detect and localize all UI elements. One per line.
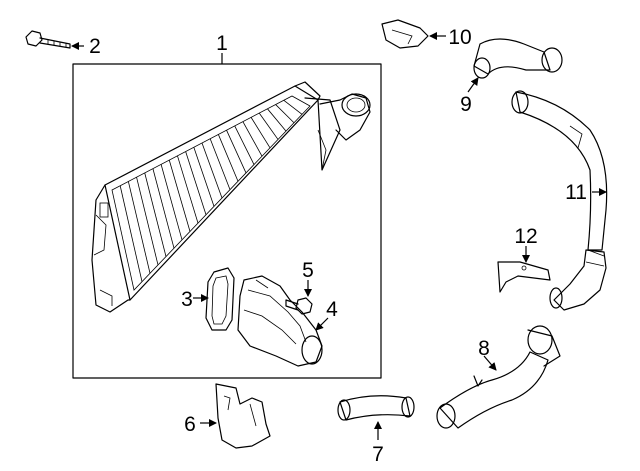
intake-housing-part-4 [237, 275, 323, 367]
hose-part-7 [337, 395, 415, 421]
fin-line [168, 159, 191, 232]
tube-part-9 [473, 38, 563, 79]
intercooler-core [91, 81, 371, 313]
bolt-part-2 [25, 30, 71, 49]
fin-line [283, 99, 303, 115]
callout-1: 1 [216, 32, 228, 55]
callout-8: 8 [478, 337, 490, 360]
fin-line [267, 108, 287, 132]
fin-line [217, 134, 239, 182]
leader-8 [483, 355, 497, 371]
bolt-part-5 [285, 297, 313, 315]
fin-line [160, 164, 183, 240]
fin-line [177, 155, 199, 224]
callout-5: 5 [302, 259, 314, 282]
fin-line [127, 181, 151, 274]
bracket-part-12 [497, 261, 551, 293]
callout-9: 9 [460, 93, 472, 116]
fin-line [258, 112, 279, 140]
gasket-part-3 [205, 267, 235, 331]
leader-9 [467, 77, 479, 93]
callout-2: 2 [89, 35, 101, 58]
clip-part-10 [381, 19, 429, 49]
callout-7: 7 [372, 443, 384, 466]
fin-line [136, 177, 159, 266]
callout-12: 12 [514, 225, 537, 248]
bracket-part-6 [215, 383, 271, 449]
fin-line [250, 117, 271, 149]
callout-4: 4 [326, 298, 338, 321]
intercooler-fins [119, 99, 303, 282]
fin-line [201, 142, 223, 199]
fin-line [193, 147, 215, 207]
fin-line [144, 172, 167, 257]
callout-6: 6 [184, 413, 196, 436]
fin-line [234, 125, 255, 165]
leader-4 [315, 317, 329, 331]
fin-line [185, 151, 207, 215]
fin-line [242, 121, 263, 157]
assembly-frame [72, 63, 382, 379]
fin-line [209, 138, 231, 190]
fin-line [119, 185, 143, 282]
callout-11: 11 [565, 181, 587, 204]
hose-part-8 [436, 325, 561, 429]
callout-10: 10 [448, 26, 471, 49]
fin-line [275, 104, 295, 124]
hose-part-11 [511, 90, 608, 311]
callout-3: 3 [181, 288, 193, 311]
fin-line [226, 130, 247, 174]
fin-line [152, 168, 175, 249]
